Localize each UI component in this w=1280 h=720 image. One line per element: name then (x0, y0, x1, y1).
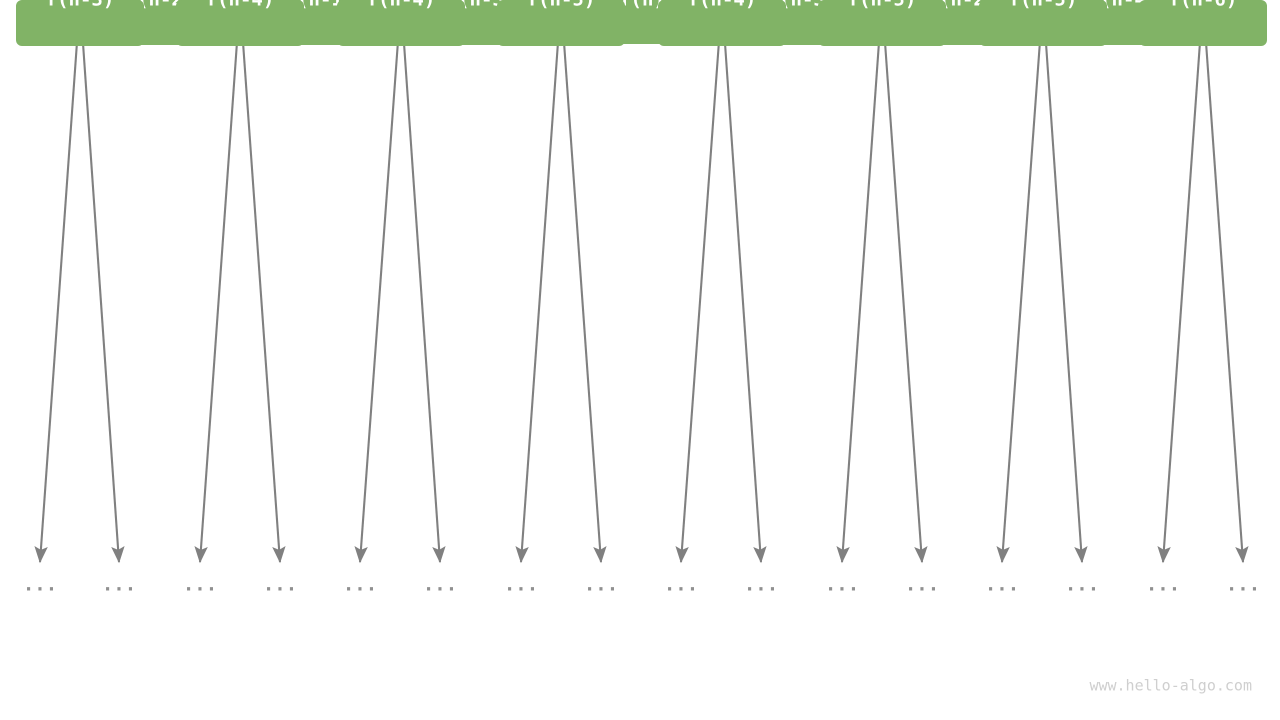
ellipsis-marker: ... (102, 574, 136, 596)
tree-node-box (337, 0, 465, 46)
ellipsis-marker: ... (985, 574, 1019, 596)
tree-node-label: f(n-6) (1169, 0, 1238, 11)
tree-node-label: f(n-5) (848, 0, 917, 11)
tree-node-box (16, 0, 144, 46)
tree-node[interactable]: f(n-4) (658, 0, 786, 46)
leaf-stub-edge (515, 0, 563, 564)
leaf-stub-edge (238, 0, 286, 564)
tree-node-label: f(n-2) (928, 0, 997, 11)
ellipsis-layer: ........................................… (23, 574, 1260, 596)
leaf-stub-edges-layer (34, 0, 1249, 564)
tree-node-label: f(n-4) (688, 0, 757, 11)
tree-node-box (176, 0, 304, 46)
ellipsis-marker: ... (343, 574, 377, 596)
tree-node[interactable]: f(n-4) (176, 0, 304, 46)
ellipsis-marker: ... (1065, 574, 1099, 596)
leaf-stub-edge (880, 0, 928, 564)
tree-node-label: f(n-5) (1009, 0, 1078, 11)
tree-node-label: f(n-3) (46, 0, 115, 11)
tree-node-label: f(n-4) (1089, 0, 1158, 11)
leaf-stub-edge (194, 0, 242, 564)
leaf-stub-edge (1201, 0, 1249, 564)
tree-node-box (658, 0, 786, 46)
tree-node[interactable]: f(n-5) (979, 0, 1107, 46)
tree-node-box (497, 0, 625, 46)
tree-node-box (1139, 0, 1267, 46)
leaf-stub-edge (354, 0, 403, 564)
ellipsis-marker: ... (504, 574, 538, 596)
leaf-stub-edge (996, 0, 1045, 564)
leaf-stub-edge (559, 0, 607, 564)
leaf-stub-edge (34, 0, 82, 564)
leaf-stub-edge (836, 0, 884, 564)
leaf-stub-edge (399, 0, 446, 564)
tree-node[interactable]: f(n-3) (16, 0, 144, 46)
leaf-stub-edge (720, 0, 767, 564)
tree-node-label: f(n-4) (206, 0, 275, 11)
ellipsis-marker: ... (744, 574, 778, 596)
leaf-stub-edge (1157, 0, 1205, 564)
ellipsis-marker: ... (905, 574, 939, 596)
tree-node[interactable]: f(n-6) (1139, 0, 1267, 46)
ellipsis-marker: ... (664, 574, 698, 596)
tree-node-label: f(n-1) (286, 0, 355, 11)
tree-node-label: f(n-2) (126, 0, 195, 11)
leaf-stub-edge (675, 0, 724, 564)
tree-node[interactable]: f(n-5) (818, 0, 946, 46)
ellipsis-marker: ... (183, 574, 217, 596)
tree-node[interactable]: f(n-4) (337, 0, 465, 46)
tree-node-box (818, 0, 946, 46)
tree-node-label: f(n-3) (447, 0, 516, 11)
leaf-stub-edge (78, 0, 125, 564)
ellipsis-marker: ... (423, 574, 457, 596)
tree-node[interactable]: f(n-5) (497, 0, 625, 46)
ellipsis-marker: ... (825, 574, 859, 596)
ellipsis-marker: ... (584, 574, 618, 596)
tree-node-label: f(n-5) (527, 0, 596, 11)
ellipsis-marker: ... (1226, 574, 1260, 596)
ellipsis-marker: ... (1146, 574, 1180, 596)
ellipsis-marker: ... (23, 574, 57, 596)
tree-node-label: f(n-4) (367, 0, 436, 11)
watermark: www.hello-algo.com (1089, 677, 1252, 695)
tree-node-label: f(n) (619, 0, 665, 11)
nodes-layer: f(n) f(n-1) f(n-2) f(n-2) f(n-3) f(n-3) f(n-4)… (16, 0, 1267, 46)
tree-node-label: f(n-3) (768, 0, 837, 11)
ellipsis-marker: ... (263, 574, 297, 596)
leaf-stub-edge (1041, 0, 1088, 564)
tree-node-box (979, 0, 1107, 46)
